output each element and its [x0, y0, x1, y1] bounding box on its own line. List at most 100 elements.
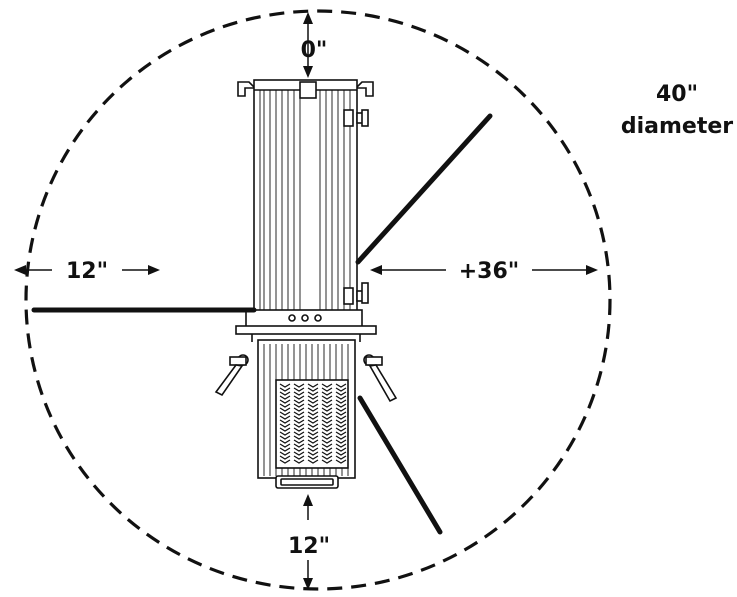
fin-chevron — [307, 387, 319, 392]
fin-chevron — [335, 455, 347, 460]
fin-chevron — [293, 435, 305, 440]
fin-chevron — [335, 423, 347, 428]
fin-chevron — [293, 403, 305, 408]
fin-chevron — [335, 411, 347, 416]
fin-chevron — [335, 443, 347, 448]
top-center-block — [299, 81, 317, 99]
top-clearance-label: 0" — [301, 38, 328, 63]
fin-chevron — [279, 403, 291, 408]
fin-chevron — [279, 415, 291, 420]
fin-chevron — [321, 383, 333, 388]
right-top-clamp — [354, 81, 374, 97]
fin-chevron — [307, 415, 319, 420]
fin-chevron — [335, 451, 347, 456]
right-lever — [363, 354, 398, 403]
fin-chevron — [335, 391, 347, 396]
upper-right-knob — [343, 109, 369, 127]
fin-chevron — [335, 439, 347, 444]
fin-chevron — [307, 439, 319, 444]
fin-chevron — [279, 411, 291, 416]
dimension-arrows — [14, 12, 598, 590]
fin-chevron — [307, 383, 319, 388]
fin-chevron — [293, 399, 305, 404]
fin-chevron — [279, 419, 291, 424]
fin-chevron — [307, 459, 319, 464]
left-clearance-label: 12" — [66, 259, 108, 284]
fin-chevron — [321, 439, 333, 444]
fixture-upper-body — [253, 79, 358, 313]
fin-chevron — [321, 419, 333, 424]
diameter-value-label: 40" — [656, 82, 698, 107]
fin-chevron — [307, 443, 319, 448]
fin-chevron — [335, 427, 347, 432]
fin-chevron — [335, 431, 347, 436]
fin-chevron — [307, 423, 319, 428]
fin-chevron — [279, 439, 291, 444]
fin-chevron — [321, 407, 333, 412]
fin-chevron — [307, 391, 319, 396]
fin-chevron — [307, 399, 319, 404]
fin-chevron — [321, 387, 333, 392]
fin-chevron — [321, 423, 333, 428]
left-top-clamp — [237, 81, 257, 97]
fin-chevron — [335, 407, 347, 412]
fin-chevron — [321, 415, 333, 420]
fin-chevron — [293, 459, 305, 464]
fin-chevron — [293, 383, 305, 388]
fin-chevron — [335, 403, 347, 408]
fin-chevron — [307, 395, 319, 400]
fin-chevron — [279, 447, 291, 452]
fin-chevron — [321, 455, 333, 460]
fin-chevron — [307, 447, 319, 452]
fin-chevron — [307, 407, 319, 412]
fin-chevron — [293, 391, 305, 396]
fin-chevron — [335, 395, 347, 400]
fin-chevron — [321, 443, 333, 448]
fin-chevron — [335, 383, 347, 388]
fin-chevron — [307, 411, 319, 416]
fin-chevron — [335, 399, 347, 404]
fin-chevron — [279, 391, 291, 396]
fin-chevron — [293, 423, 305, 428]
fin-chevron — [279, 383, 291, 388]
left-lever — [214, 354, 249, 397]
fin-chevron — [307, 427, 319, 432]
fin-chevron — [293, 443, 305, 448]
fin-chevron — [335, 415, 347, 420]
fin-chevron — [321, 435, 333, 440]
fin-chevron — [335, 387, 347, 392]
bottom-clearance-label: 12" — [288, 534, 330, 559]
right-clearance-label: +36" — [459, 259, 520, 284]
fin-chevron — [321, 395, 333, 400]
fin-chevron — [321, 427, 333, 432]
fin-chevron — [321, 391, 333, 396]
fin-chevron — [293, 451, 305, 456]
fin-chevron — [279, 431, 291, 436]
clearance-circle — [24, 9, 612, 591]
fin-chevron — [335, 419, 347, 424]
fin-chevron — [293, 419, 305, 424]
fin-chevron — [293, 415, 305, 420]
fin-chevron — [279, 455, 291, 460]
fin-chevron — [293, 439, 305, 444]
fin-chevron — [279, 443, 291, 448]
fin-chevron — [335, 435, 347, 440]
fin-chevron — [279, 459, 291, 464]
fin-chevron — [293, 447, 305, 452]
fin-chevron — [307, 455, 319, 460]
fin-chevron — [279, 423, 291, 428]
position-line-upper-right — [355, 113, 493, 265]
fin-chevron — [279, 387, 291, 392]
fin-chevron — [307, 431, 319, 436]
fin-chevron — [321, 447, 333, 452]
fin-chevron — [321, 403, 333, 408]
fin-chevron — [293, 387, 305, 392]
lower-right-knob — [343, 282, 369, 305]
fin-chevron — [307, 435, 319, 440]
diameter-word-label: diameter — [621, 114, 733, 139]
fixture — [214, 79, 398, 489]
fin-chevron — [307, 451, 319, 456]
fin-chevron — [293, 455, 305, 460]
fin-chevron — [321, 431, 333, 436]
